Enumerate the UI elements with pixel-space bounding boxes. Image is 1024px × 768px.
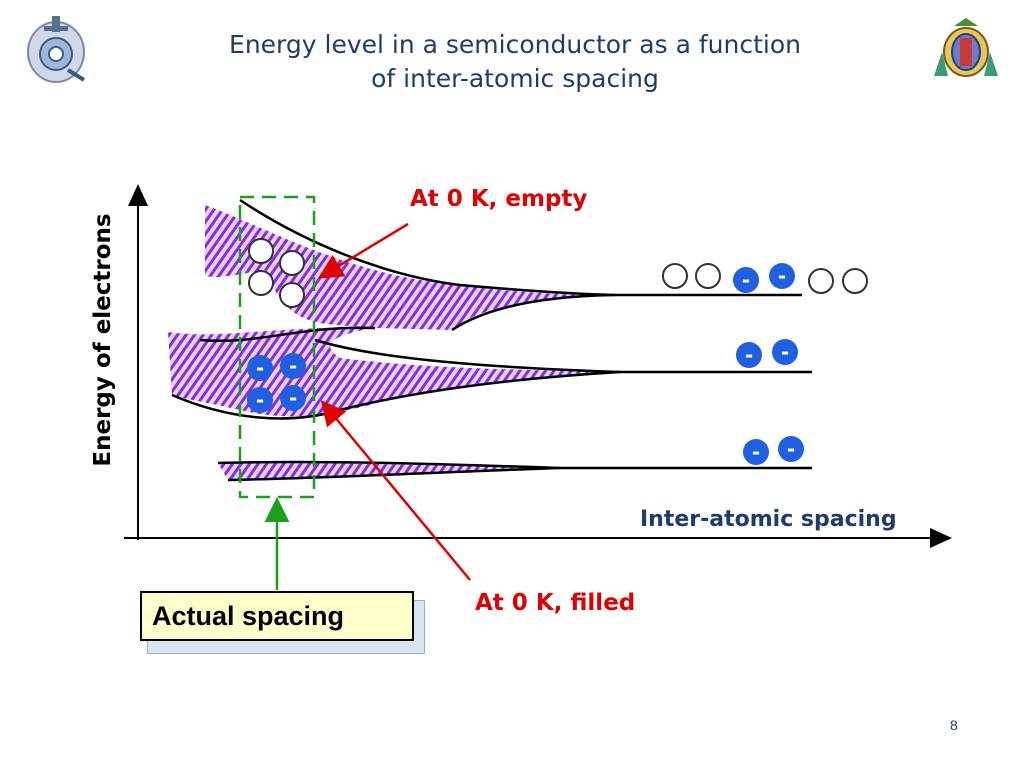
middle-band-edge-mid (314, 338, 812, 374)
filled-annotation: At 0 K, filled (475, 590, 636, 616)
svg-text:-: - (745, 343, 753, 367)
lower-band (218, 462, 560, 480)
empty-state (842, 268, 868, 294)
empty-arrow (317, 222, 409, 279)
svg-text:-: - (289, 354, 297, 378)
slide-title: Energy level in a semiconductor as a fun… (150, 28, 880, 96)
upper-band-edge-bottom (451, 293, 616, 332)
middle-band-edge-top (199, 326, 376, 343)
svg-text:-: - (787, 437, 795, 461)
page-number: 8 (950, 717, 958, 733)
electron: - (769, 263, 795, 289)
electron: - (772, 339, 798, 365)
svg-text:-: - (289, 386, 297, 410)
empty-state (248, 270, 274, 296)
electron: - (280, 385, 306, 411)
upper-band-edge-top (239, 198, 802, 297)
electron: - (778, 436, 804, 462)
svg-text:-: - (752, 440, 760, 464)
lower-band-edge-top (217, 460, 812, 470)
middle-band-edge-bottom (171, 370, 621, 420)
electron: - (280, 353, 306, 379)
electron: - (247, 387, 273, 413)
empty-state (662, 263, 688, 289)
electron: - (247, 355, 273, 381)
electron: - (736, 342, 762, 368)
empty-state (248, 238, 274, 264)
empty-state (695, 263, 721, 289)
empty-state (808, 268, 834, 294)
svg-text:-: - (778, 264, 786, 288)
upper-band (205, 205, 615, 330)
empty-state (279, 282, 305, 308)
svg-text:-: - (256, 388, 264, 412)
filled-arrow (320, 400, 471, 581)
actual-spacing-label: Actual spacing (140, 591, 414, 641)
lower-band-edge-bottom (227, 466, 561, 482)
svg-text:-: - (256, 356, 264, 380)
left-logo-icon (22, 12, 90, 91)
title-line-1: Energy level in a semiconductor as a fun… (229, 30, 801, 59)
svg-text:-: - (781, 340, 789, 364)
electron: - (733, 267, 759, 293)
electron: - (743, 439, 769, 465)
right-logo-icon (928, 12, 1004, 87)
empty-annotation: At 0 K, empty (410, 186, 588, 212)
svg-text:-: - (742, 268, 750, 292)
x-axis-label: Inter-atomic spacing (640, 507, 897, 532)
empty-state (279, 250, 305, 276)
title-line-2: of inter-atomic spacing (371, 64, 659, 93)
actual-spacing-box (238, 195, 316, 499)
